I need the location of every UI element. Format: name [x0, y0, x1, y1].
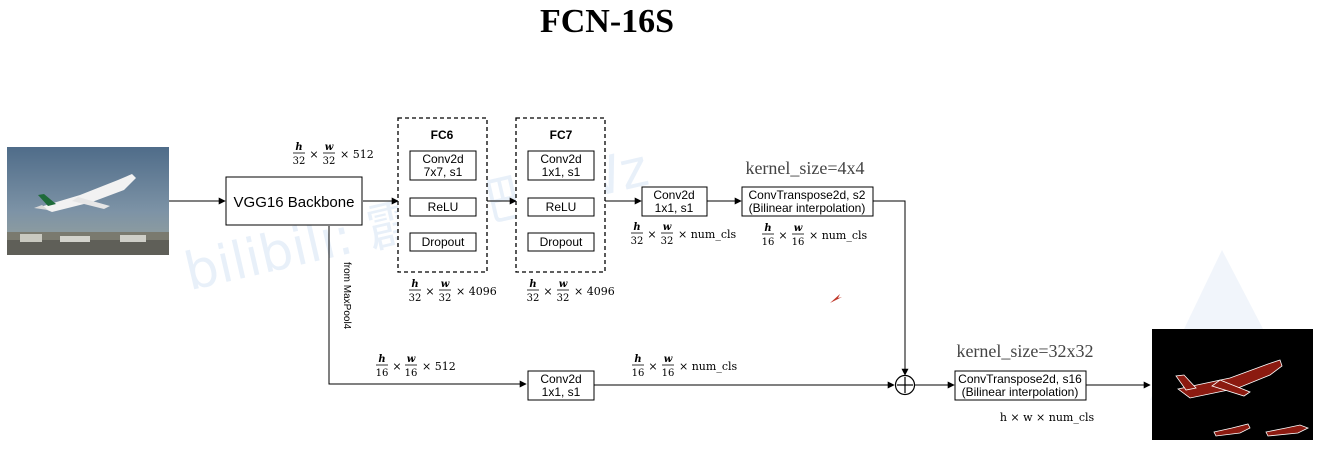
svg-text:h: h — [634, 354, 641, 365]
fc7-conv-line1: Conv2d — [540, 152, 581, 166]
svg-text:h: h — [295, 142, 302, 153]
cursor-icon — [830, 294, 842, 303]
svg-text:h: h — [411, 279, 418, 290]
shape-backbone-out: h 32 × w 32 × 512 — [293, 142, 374, 167]
deconv2-line1: ConvTranspose2d, s16 — [958, 372, 1082, 386]
arrow-deconv1-to-add — [873, 200, 909, 376]
add-node-icon — [894, 374, 916, 396]
svg-text:h: h — [529, 279, 536, 290]
shape-final-out: h × w × num_cls — [1000, 411, 1095, 424]
svg-text:×: × — [309, 148, 318, 161]
svg-text:w: w — [325, 142, 334, 153]
fc7-relu: ReLU — [546, 200, 577, 214]
svg-text:w: w — [441, 279, 450, 290]
svg-text:16: 16 — [405, 368, 418, 379]
fc6-conv-line2: 7x7, s1 — [424, 165, 463, 179]
svg-text:× num_cls: × num_cls — [679, 360, 737, 373]
svg-text:h: h — [378, 354, 385, 365]
conv-top-line2: 1x1, s1 — [655, 201, 694, 215]
svg-text:32: 32 — [557, 293, 570, 304]
shape-pool4-out: h 16 × w 16 × 512 — [376, 354, 456, 379]
svg-text:× 4096: × 4096 — [456, 285, 497, 298]
svg-text:×: × — [778, 229, 787, 242]
svg-text:16: 16 — [792, 237, 805, 248]
conv-bottom-line2: 1x1, s1 — [542, 385, 581, 399]
fc7-block: FC7 Conv2d 1x1, s1 ReLU Dropout — [515, 117, 606, 273]
output-mask-image — [1152, 329, 1313, 440]
svg-text:32: 32 — [409, 293, 422, 304]
svg-text:×: × — [392, 360, 401, 373]
page-title: FCN-16S — [540, 3, 674, 40]
conv-bottom-block: Conv2d 1x1, s1 — [527, 370, 595, 401]
conv-top-block: Conv2d 1x1, s1 — [641, 186, 708, 217]
backbone-block: VGG16 Backbone — [225, 176, 363, 226]
svg-text:w: w — [559, 279, 568, 290]
svg-text:32: 32 — [661, 236, 674, 247]
fc7-title: FC7 — [550, 128, 573, 142]
svg-text:16: 16 — [762, 237, 775, 248]
fc6-dropout: Dropout — [422, 235, 465, 249]
fc6-title: FC6 — [431, 128, 454, 142]
shape-fc7-out: h 32 × w 32 × 4096 — [527, 279, 615, 304]
deconv1-block: kernel_size=4x4 ConvTranspose2d, s2 (Bil… — [741, 158, 874, 217]
svg-text:× num_cls: × num_cls — [809, 229, 867, 242]
svg-text:× num_cls: × num_cls — [678, 228, 736, 241]
deconv1-kernel-label: kernel_size=4x4 — [745, 158, 864, 178]
fc7-conv-line2: 1x1, s1 — [542, 165, 581, 179]
svg-text:h: h — [633, 222, 640, 233]
fc6-block: FC6 Conv2d 7x7, s1 ReLU Dropout — [397, 117, 488, 273]
svg-text:32: 32 — [323, 156, 336, 167]
svg-text:w: w — [794, 223, 803, 234]
fc6-relu: ReLU — [428, 200, 459, 214]
deconv1-line1: ConvTranspose2d, s2 — [749, 188, 866, 202]
fc7-dropout: Dropout — [540, 235, 583, 249]
svg-text:×: × — [647, 228, 656, 241]
deconv2-block: kernel_size=32x32 ConvTranspose2d, s16 (… — [954, 341, 1094, 401]
backbone-label: VGG16 Backbone — [234, 194, 355, 211]
deconv2-kernel-label: kernel_size=32x32 — [956, 341, 1093, 361]
svg-text:×: × — [648, 360, 657, 373]
svg-text:w: w — [407, 354, 416, 365]
svg-text:× 4096: × 4096 — [574, 285, 615, 298]
svg-text:w: w — [664, 354, 673, 365]
shape-conv-bottom-out: h 16 × w 16 × num_cls — [632, 354, 738, 379]
arrow-pool4-to-conv — [328, 226, 527, 388]
svg-text:32: 32 — [293, 156, 306, 167]
svg-text:× 512: × 512 — [422, 360, 456, 373]
shape-conv-top-out: h 32 × w 32 × num_cls — [631, 222, 737, 247]
svg-text:× 512: × 512 — [340, 148, 374, 161]
svg-text:16: 16 — [662, 368, 675, 379]
conv-bottom-line1: Conv2d — [540, 372, 581, 386]
input-image — [7, 147, 169, 255]
shape-fc6-out: h 32 × w 32 × 4096 — [409, 279, 497, 304]
svg-text:32: 32 — [439, 293, 452, 304]
svg-text:32: 32 — [527, 293, 540, 304]
deconv1-line2: (Bilinear interpolation) — [749, 201, 866, 215]
from-maxpool4-label: from MaxPool4 — [341, 262, 352, 330]
svg-text:w: w — [663, 222, 672, 233]
deconv2-line2: (Bilinear interpolation) — [962, 385, 1079, 399]
svg-text:h: h — [764, 223, 771, 234]
conv-top-line1: Conv2d — [653, 188, 694, 202]
svg-text:16: 16 — [376, 368, 389, 379]
svg-text:×: × — [425, 285, 434, 298]
svg-text:16: 16 — [632, 368, 645, 379]
fc6-conv-line1: Conv2d — [422, 152, 463, 166]
svg-text:32: 32 — [631, 236, 644, 247]
svg-text:×: × — [543, 285, 552, 298]
shape-deconv1-out: h 16 × w 16 × num_cls — [762, 223, 868, 248]
